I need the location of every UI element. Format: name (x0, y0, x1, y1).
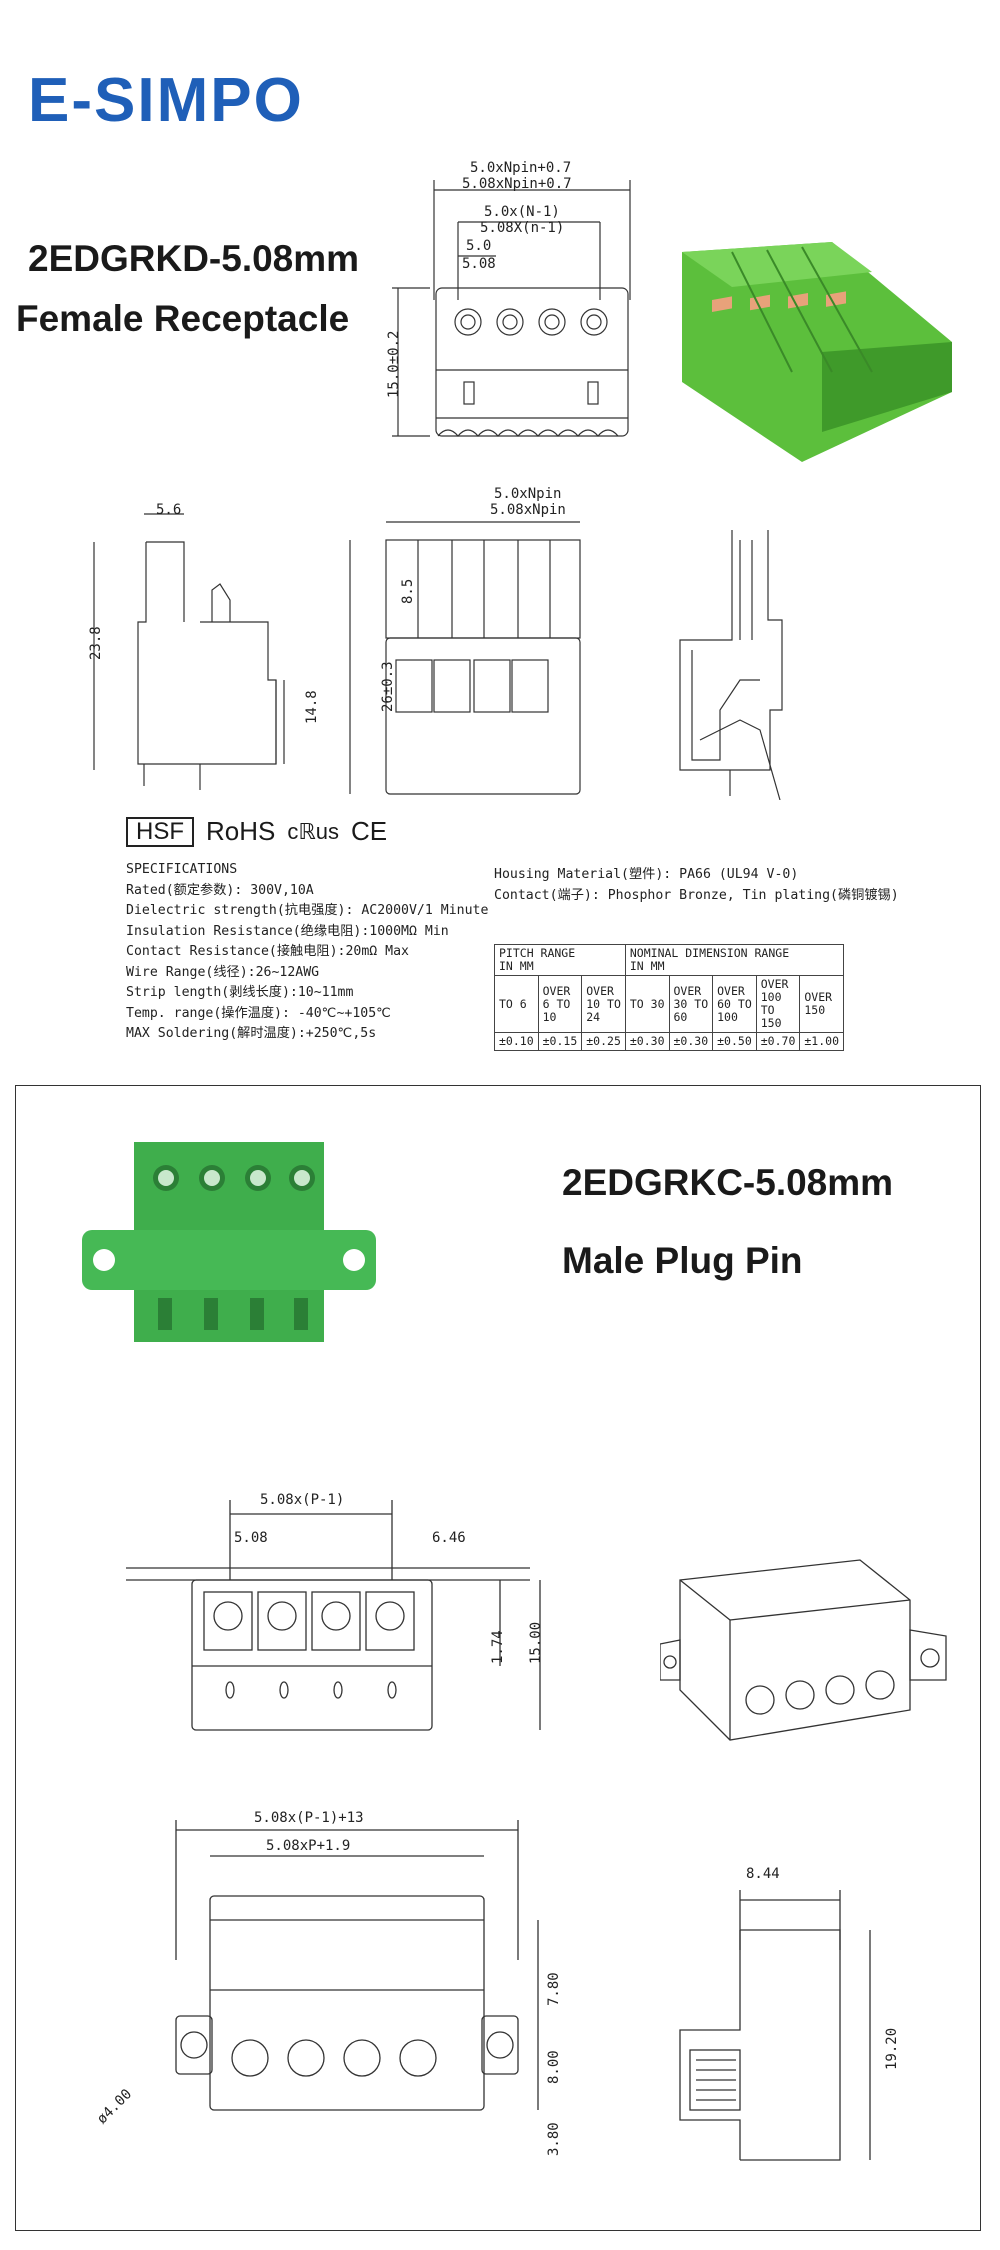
material-specs: Housing Material(塑件): PA66 (UL94 V-0) Co… (494, 864, 899, 906)
male-plug-photo (82, 1142, 376, 1342)
dim-width-a: 5.0xNpin+0.7 (470, 160, 572, 176)
plug-isometric (660, 1559, 947, 1741)
front-view-drawing (392, 180, 631, 437)
contact-material: Contact(端子): Phosphor Bronze, Tin platin… (494, 888, 899, 903)
plug-top-view (126, 1500, 541, 1731)
brand-logo: E-SIMPO (28, 70, 304, 132)
dim-mid-height: 8.00 (546, 2050, 562, 2084)
plug-side-section (679, 1890, 871, 2161)
dim-body-width: 5.08xP+1.9 (266, 1838, 351, 1854)
spec-line: MAX Soldering(解时温度):+250℃,5s (126, 1026, 377, 1041)
rohs-mark: RoHS (206, 816, 276, 846)
spec-line: Rated(额定参数): 300V,10A (126, 882, 314, 898)
dim-plug-flange: 6.46 (432, 1530, 466, 1546)
spec-line: Contact Resistance(接触电阻):20mΩ Max (126, 944, 409, 959)
dim-width-b: 5.08xNpin+0.7 (462, 176, 572, 192)
spec-line: Strip length(剥线长度):10~11mm (126, 985, 354, 1000)
spec-line: Dielectric strength(抗电强度): AC2000V/1 Min… (126, 903, 489, 918)
dim-pitch-b: 5.08X(n-1) (480, 220, 565, 236)
dim-pitch-a: 5.0x(N-1) (484, 204, 560, 220)
dim-front-b: 5.08xNpin (490, 502, 566, 518)
table-row: TO 6 OVER 6 TO 10 OVER 10 TO 24 TO 30 OV… (494, 975, 844, 1033)
ul-mark: cℝus (287, 818, 340, 844)
dim-plug-height: 15.00 (528, 1621, 544, 1664)
dim-front-height: 26±0.3 (380, 661, 396, 712)
dim-side-height: 23.8 (88, 626, 104, 660)
dim-front-a: 5.0xNpin (494, 486, 562, 502)
dim-height: 15.0±0.2 (386, 330, 402, 398)
female-receptacle-photo (682, 242, 952, 462)
logo-text: E-SIMPO (28, 66, 304, 135)
dim-side-lower: 14.8 (304, 690, 320, 724)
product1-type: Female Receptacle (16, 298, 350, 339)
hsf-mark: HSF (126, 816, 194, 847)
spec-line: Wire Range(线径):26~12AWG (126, 964, 320, 980)
dim-bottom-height: 3.80 (546, 2122, 562, 2156)
dim-plug-small: 1.74 (490, 1630, 506, 1664)
male-plug-section (15, 1085, 981, 2231)
dim-side-total: 19.20 (884, 2027, 900, 2070)
certification-marks: HSF RoHS cℝus CE (126, 816, 387, 847)
side-view-drawings (93, 513, 783, 800)
dim-side-width: 5.6 (156, 502, 182, 518)
spec-line: Insulation Resistance(绝缘电阻):1000MΩ Min (126, 923, 449, 939)
product2-model: 2EDGRKC-5.08mm (562, 1162, 894, 1203)
table-row: ±0.10 ±0.15 ±0.25 ±0.30 ±0.30 ±0.50 ±0.7… (494, 1032, 844, 1051)
dim-plug-pitch: 5.08x(P-1) (260, 1492, 345, 1508)
ce-mark: CE (351, 816, 388, 846)
spec-line: Temp. range(操作温度): -40℃~+105℃ (126, 1005, 391, 1021)
dim-total-width: 5.08x(P-1)+13 (254, 1810, 364, 1826)
dim-side-depth: 8.44 (746, 1866, 780, 1882)
plug-front-view (175, 1820, 539, 2111)
product2-type: Male Plug Pin (562, 1240, 803, 1281)
dim-plug-pitch-unit: 5.08 (234, 1530, 268, 1546)
specifications: SPECIFICATIONS Rated(额定参数): 300V,10A Die… (126, 860, 488, 1045)
dim-front-top: 8.5 (400, 578, 416, 604)
spec-heading: SPECIFICATIONS (126, 862, 238, 877)
dim-upper-height: 7.80 (546, 1972, 562, 2006)
product1-model: 2EDGRKD-5.08mm (28, 238, 360, 279)
housing-material: Housing Material(塑件): PA66 (UL94 V-0) (494, 867, 799, 882)
dim-pitch-c: 5.0 (466, 238, 492, 254)
dim-pitch-d: 5.08 (462, 256, 496, 272)
